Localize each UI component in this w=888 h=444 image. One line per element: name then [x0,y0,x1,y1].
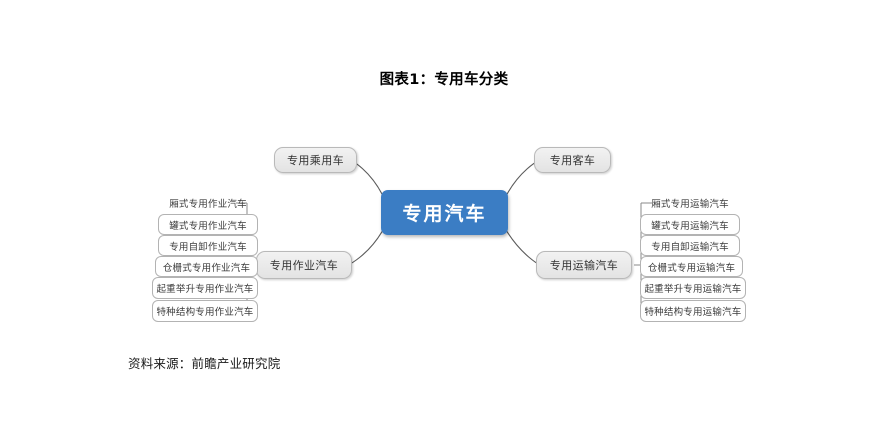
leaf-node-transport-3[interactable]: 专用自卸运输汽车 [640,235,740,256]
branch-node-transport[interactable]: 专用运输汽车 [536,251,632,279]
connector-root-to-operation [347,229,384,266]
leaf-node-operation-3[interactable]: 专用自卸作业汽车 [158,235,258,256]
source-note: 资料来源：前瞻产业研究院 [128,356,281,371]
branch-node-bus[interactable]: 专用客车 [534,147,611,173]
connector-root-to-bus [505,160,539,197]
page-title: 图表1：专用车分类 [379,72,509,88]
leaf-node-transport-4[interactable]: 仓栅式专用运输汽车 [640,256,743,277]
leaf-node-operation-2[interactable]: 罐式专用作业汽车 [158,214,258,235]
leaf-node-transport-5[interactable]: 起重举升专用运输汽车 [640,277,746,299]
root-node-special-vehicle[interactable]: 专用汽车 [381,190,508,235]
leaf-node-transport-2[interactable]: 罐式专用运输汽车 [640,214,740,235]
branch-node-passenger[interactable]: 专用乘用车 [274,147,357,173]
leaf-node-operation-6[interactable]: 特种结构专用作业汽车 [152,300,258,322]
leaf-node-operation-4[interactable]: 仓栅式专用作业汽车 [155,256,258,277]
leaf-node-transport-6[interactable]: 特种结构专用运输汽车 [640,300,746,322]
leaf-node-operation-1[interactable]: 厢式专用作业汽车 [169,199,247,210]
leaf-node-transport-1[interactable]: 厢式专用运输汽车 [651,199,729,210]
branch-node-operation[interactable]: 专用作业汽车 [256,251,352,279]
connector-root-to-transport [505,229,541,266]
leaf-node-operation-5[interactable]: 起重举升专用作业汽车 [152,277,258,299]
